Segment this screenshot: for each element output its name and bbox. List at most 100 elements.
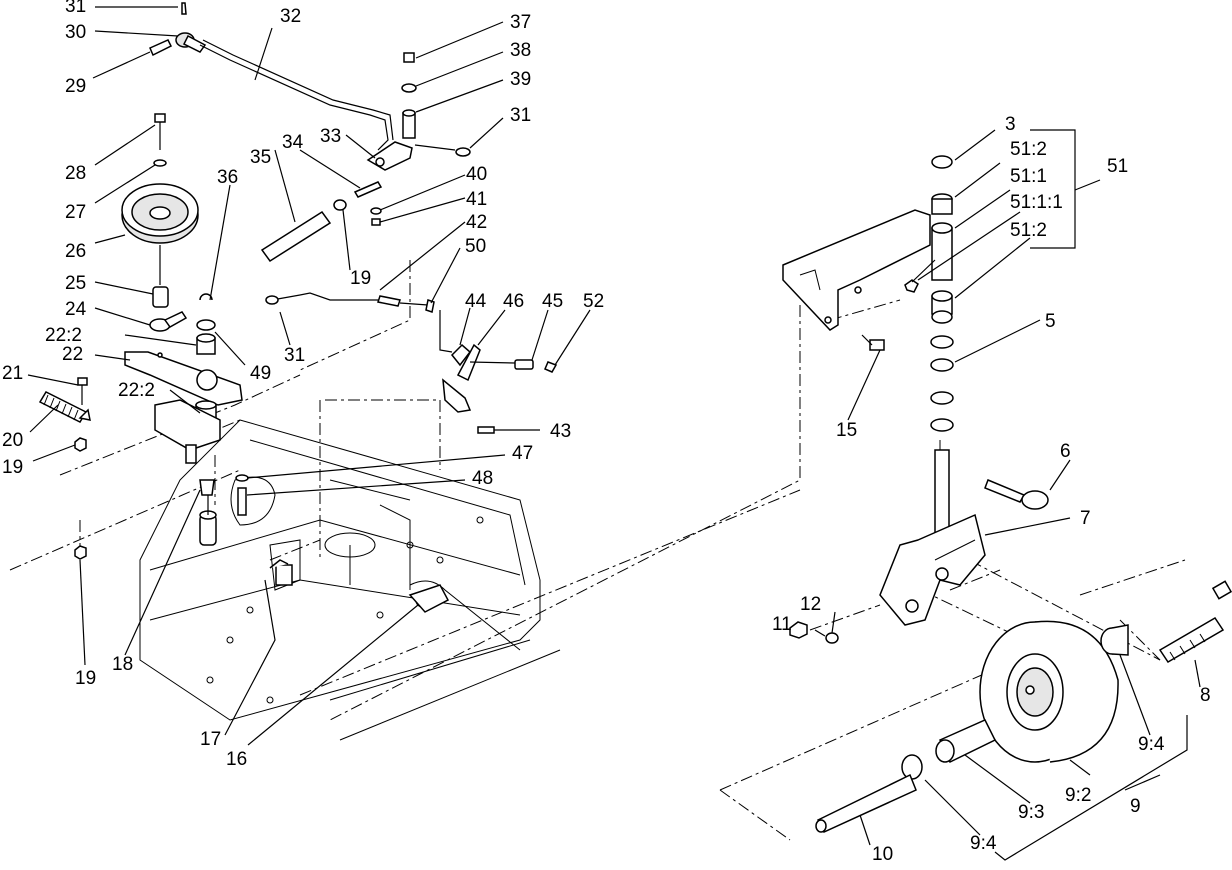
callout-44: 44: [465, 291, 487, 312]
axle-10: [816, 773, 917, 833]
fitting-51-1-1: [904, 279, 919, 293]
callout-35: 35: [250, 147, 271, 168]
callout-49: 49: [250, 363, 271, 384]
callout-42: 42: [466, 212, 487, 233]
callout-19c: 19: [75, 668, 96, 689]
callout-47: 47: [512, 443, 533, 464]
callout-21: 21: [2, 363, 23, 384]
callout-16: 16: [226, 749, 247, 770]
washer-38: [401, 83, 417, 93]
bushing-9-4-left: [901, 754, 923, 780]
bushing-49: [196, 319, 216, 331]
callout-3: 3: [1005, 114, 1016, 135]
callout-labels: 31 30 29 32 37 38 39 31 28 27 26 25 24 2…: [2, 0, 1211, 865]
caster-fork-7: [879, 513, 986, 626]
callout-50: 50: [465, 236, 486, 257]
spindle-18: [199, 479, 215, 496]
callout-31b: 31: [510, 105, 531, 126]
leader-lines: [27, 6, 1201, 846]
callout-38: 38: [510, 40, 531, 61]
nut-19: [74, 437, 87, 452]
left-assembly: [38, 2, 885, 613]
callout-25: 25: [65, 273, 86, 294]
callout-52: 52: [583, 291, 604, 312]
callout-27: 27: [65, 202, 86, 223]
bolt-21: [77, 377, 88, 386]
tube-35: [260, 210, 332, 263]
caster-assembly: [782, 129, 1232, 861]
callout-33: 33: [320, 126, 341, 147]
bracket-17: [275, 564, 293, 586]
callout-30: 30: [65, 22, 86, 43]
callout-22-2b: 22:2: [118, 380, 155, 401]
callout-19: 19: [2, 457, 23, 478]
washer-27: [153, 159, 167, 167]
nut-19-lower: [74, 545, 87, 560]
fork-stem-7: [934, 449, 950, 541]
callout-6: 6: [1060, 441, 1071, 462]
bushing-45: [514, 359, 534, 370]
callout-39: 39: [510, 69, 531, 90]
bracket-46: [456, 343, 481, 382]
callout-31c: 31: [284, 345, 305, 366]
nut-41: [371, 218, 381, 226]
callout-31: 31: [65, 0, 86, 17]
clip-50: [425, 299, 435, 313]
pin-34: [353, 181, 383, 198]
callout-51-1-1: 51:1:1: [1010, 192, 1063, 213]
callout-32: 32: [280, 6, 301, 27]
bracket-43: [442, 378, 472, 413]
callout-9-4b: 9:4: [970, 833, 997, 854]
callout-24: 24: [65, 299, 87, 320]
clip-31: [455, 147, 471, 157]
callout-18: 18: [112, 654, 133, 675]
spacer-5: [930, 358, 954, 372]
callout-8: 8: [1200, 685, 1211, 706]
washer-3: [931, 155, 953, 169]
callout-34: 34: [282, 132, 304, 153]
callout-22-2: 22:2: [45, 325, 82, 346]
callout-20: 20: [2, 430, 23, 451]
callout-51-2: 51:2: [1010, 139, 1047, 160]
callout-51-2b: 51:2: [1010, 220, 1047, 241]
callout-41: 41: [466, 189, 487, 210]
callout-48: 48: [472, 468, 493, 489]
clip-36: [199, 293, 213, 301]
callout-11: 11: [772, 614, 792, 635]
clip-52: [544, 361, 558, 373]
cotter-pin-31: [181, 2, 187, 15]
callout-10: 10: [872, 844, 893, 865]
callout-29: 29: [65, 76, 86, 97]
callout-22: 22: [62, 344, 83, 365]
bushing-25: [152, 286, 169, 308]
callout-26: 26: [65, 241, 86, 262]
callout-36: 36: [217, 167, 238, 188]
callout-7: 7: [1080, 508, 1091, 529]
bolt-15: [869, 339, 885, 351]
washer-12: [825, 632, 839, 644]
callout-15: 15: [836, 420, 857, 441]
idler-plate-22: [124, 351, 243, 406]
callout-51: 51: [1107, 156, 1128, 177]
bolt-48: [237, 487, 247, 516]
callout-51-1: 51:1: [1010, 166, 1047, 187]
callout-43: 43: [550, 421, 571, 442]
callout-46: 46: [503, 291, 524, 312]
callout-9-4: 9:4: [1138, 734, 1165, 755]
callout-9-2: 9:2: [1065, 785, 1091, 806]
callout-28: 28: [65, 163, 86, 184]
washer-47: [235, 474, 249, 482]
bolt-28: [154, 113, 166, 123]
axle-bolt-8: [1158, 616, 1225, 664]
pin-6: [984, 479, 1026, 503]
mower-deck: [139, 419, 561, 741]
washer-40: [370, 207, 382, 215]
nut-37: [403, 52, 415, 63]
callout-19b: 19: [350, 268, 371, 289]
nut-11: [789, 621, 808, 639]
callout-9: 9: [1130, 796, 1141, 817]
rod-42: [271, 292, 380, 301]
arm-33: [366, 141, 413, 171]
callout-17: 17: [200, 729, 221, 750]
